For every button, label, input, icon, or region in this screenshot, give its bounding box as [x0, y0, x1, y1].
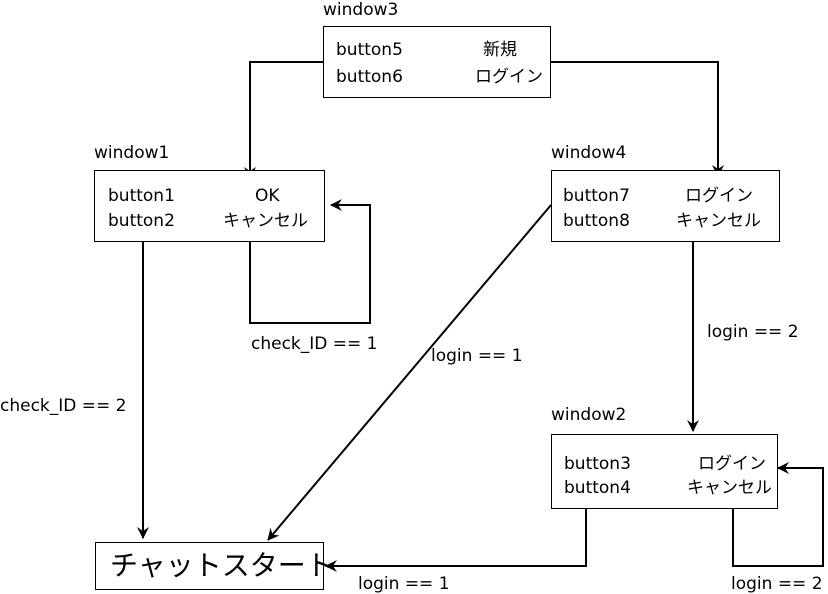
- window3-button6-action: ログイン: [475, 67, 543, 87]
- edge-window3-to-window1: [244, 61, 323, 179]
- edge-window3-to-window4: [551, 61, 724, 177]
- chat-start-label: チャットスタート: [110, 549, 334, 582]
- window2-button4-action: キャンセル: [687, 478, 772, 498]
- window4-button7-action: ログイン: [685, 186, 753, 206]
- edge-window4-to-start: [267, 204, 552, 541]
- window1-title: window1: [94, 143, 170, 163]
- window3-button5-name: button5: [336, 40, 403, 60]
- window2-button3-name: button3: [564, 454, 631, 474]
- window4-button8-action: キャンセル: [676, 211, 761, 231]
- edge-window2-self: [732, 462, 824, 567]
- edge-label-window4-to-window2: login == 2: [707, 322, 799, 342]
- window1-button1-name: button1: [108, 186, 175, 206]
- window2-button4-name: button4: [564, 478, 631, 498]
- edge-label-window1-self: check_ID == 1: [251, 334, 378, 354]
- window1-box: button1 OK button2 キャンセル: [94, 170, 325, 242]
- edge-label-window2-self: login == 2: [731, 574, 823, 594]
- edge-label-window4-to-start: login == 1: [431, 346, 523, 366]
- chat-start-box: チャットスタート: [95, 542, 334, 590]
- window2-button3-action: ログイン: [698, 454, 766, 474]
- window1-button1-action: OK: [255, 186, 280, 206]
- edge-window2-to-start: [325, 508, 587, 572]
- window2-title: window2: [551, 405, 627, 425]
- window4-button7-name: button7: [563, 186, 630, 206]
- window4-button8-name: button8: [563, 211, 630, 231]
- window3-button5-action: 新規: [483, 40, 517, 60]
- window2-box: button3 ログイン button4 キャンセル: [551, 434, 778, 509]
- window3-box: button5 新規 button6 ログイン: [323, 26, 551, 98]
- window3-button6-name: button6: [336, 67, 403, 87]
- edge-label-window2-to-start: login == 1: [358, 574, 450, 594]
- window1-button2-name: button2: [108, 211, 175, 231]
- window1-button2-action: キャンセル: [223, 211, 308, 231]
- window4-title: window4: [551, 143, 627, 163]
- edge-window1-self: [249, 199, 371, 324]
- edge-label-window1-to-start: check_ID == 2: [0, 396, 127, 416]
- window4-box: button7 ログイン button8 キャンセル: [551, 170, 780, 242]
- window3-title: window3: [323, 0, 399, 20]
